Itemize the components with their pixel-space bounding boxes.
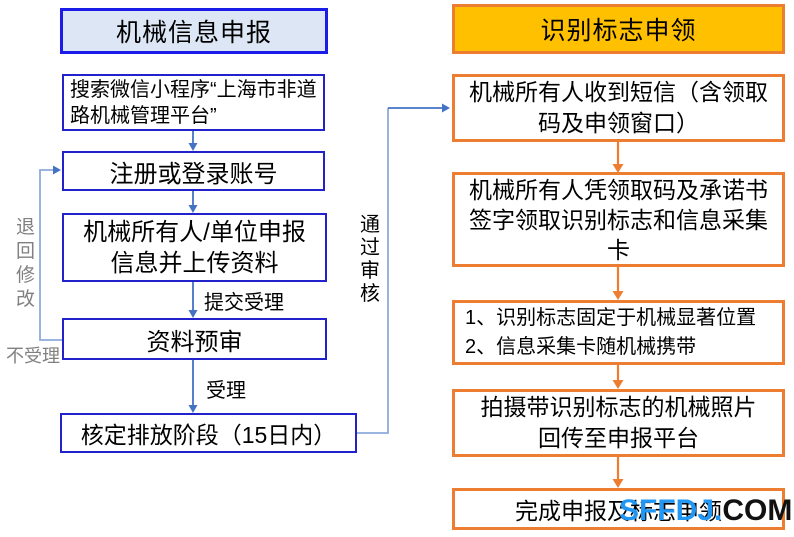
step-register-login: 注册或登录账号 (62, 151, 325, 191)
step-declare-upload: 机械所有人/单位申报 信息并上传资料 (62, 213, 327, 282)
edge-label-submit: 提交受理 (204, 292, 284, 314)
edge-label-return-modify: 退回修改 (15, 217, 35, 310)
connector-return-loop (39, 165, 62, 341)
arrow-declare-to-preaudit (188, 282, 198, 318)
step-fix-mark-carry-card: 1、识别标志固定于机械显著位置 2、信息采集卡随机械携带 (452, 300, 785, 365)
edge-label-not-accepted: 不受理 (6, 346, 60, 366)
step-photo-upload: 拍摄带识别标志的机械照片 回传至申报平台 (452, 389, 785, 457)
edge-label-accepted: 受理 (206, 380, 246, 402)
arrow-sms-to-pickup (612, 142, 624, 173)
step-receive-sms: 机械所有人收到短信（含领取 码及申领窗口） (452, 74, 785, 142)
arrow-fix-to-photo (612, 365, 624, 389)
arrow-pickup-to-fix (612, 267, 624, 300)
watermark-primary: SFFDJ. (619, 494, 723, 527)
step-search-miniprogram: 搜索微信小程序“上海市非道 路机械管理平台” (62, 74, 325, 131)
step-verify-emission-stage: 核定排放阶段（15日内） (60, 413, 357, 453)
arrow-preaudit-to-verify (188, 360, 198, 413)
right-column-header: 识别标志申领 (452, 4, 785, 54)
arrow-search-to-register (188, 131, 198, 151)
arrow-register-to-declare (188, 191, 198, 213)
arrow-photo-to-done (612, 457, 624, 488)
step-pickup-mark: 机械所有人凭领取码及承诺书 签字领取识别标志和信息采集 卡 (452, 172, 785, 267)
watermark: SFFDJ.COM (619, 494, 792, 528)
step-material-preaudit: 资料预审 (62, 318, 327, 360)
watermark-secondary: COM (722, 494, 793, 527)
edge-label-pass-review: 通过审核 (360, 214, 380, 305)
left-column-header: 机械信息申报 (60, 8, 328, 54)
step-complete: 完成申报及标志申领 (452, 488, 785, 530)
